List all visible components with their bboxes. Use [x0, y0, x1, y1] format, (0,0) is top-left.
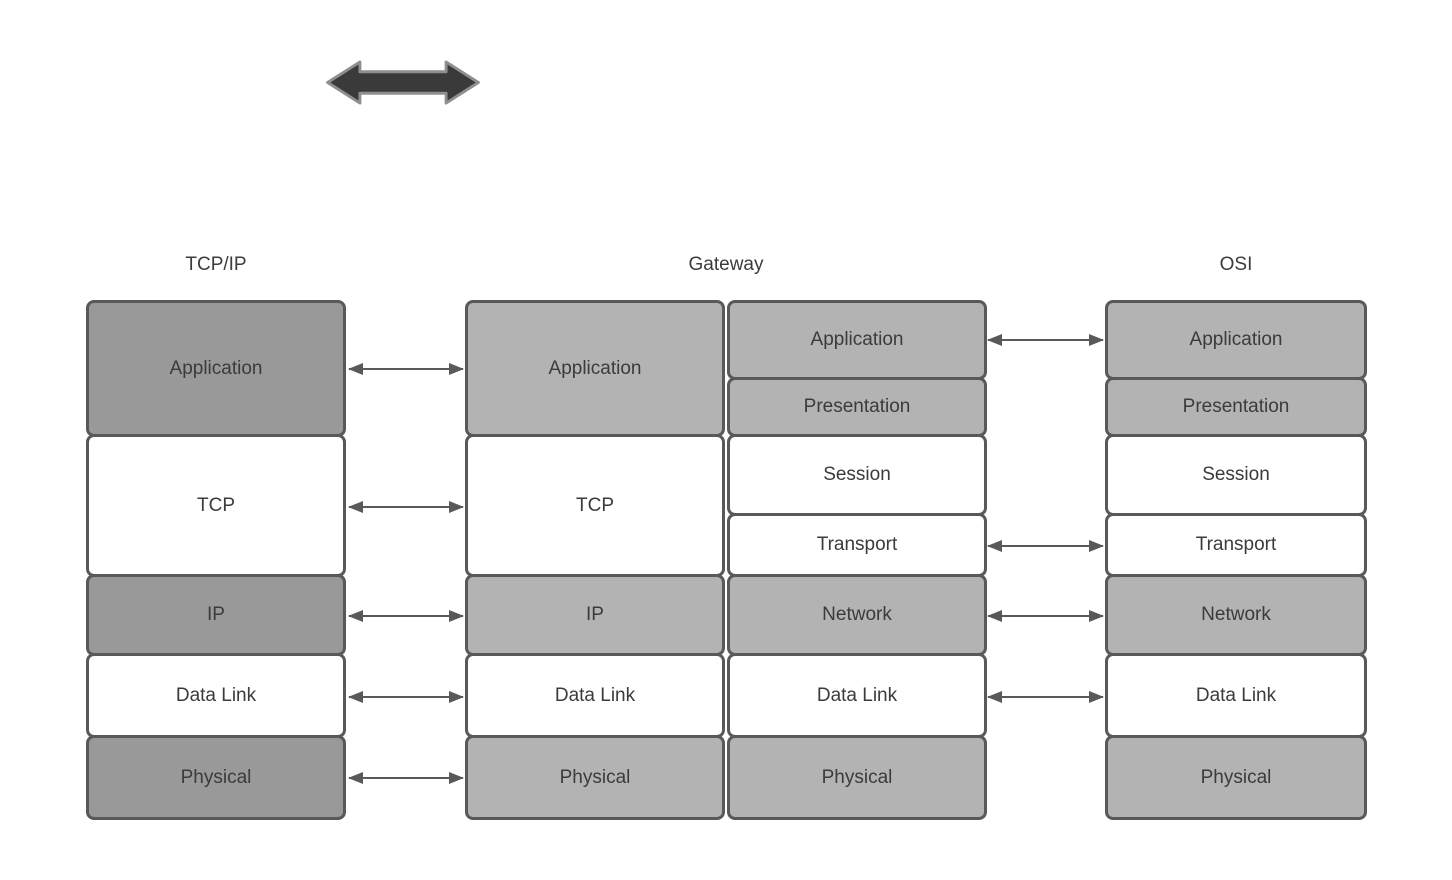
layer-box-osi-network: Network: [1105, 574, 1367, 656]
layer-box-gateway-left-tcp: TCP: [465, 434, 725, 577]
layer-box-tcpip-application: Application: [86, 300, 346, 437]
layer-box-gateway-right-presentation: Presentation: [727, 377, 987, 437]
layer-label: IP: [207, 604, 225, 625]
layer-label: Physical: [180, 766, 252, 788]
layer-box-osi-session: Session: [1105, 434, 1367, 516]
layer-box-tcpip-physical: Physical: [86, 735, 346, 820]
double-arrow-icon: [326, 60, 480, 105]
layer-box-tcpip-tcp: TCP: [86, 434, 346, 577]
layer-label: Physical: [821, 766, 893, 788]
bidirectional-arrow-gateway-osi-network: [987, 610, 1104, 622]
bidirectional-arrow-gateway-osi-data-link: [987, 691, 1104, 703]
layer-box-tcpip-ip: IP: [86, 574, 346, 656]
layer-box-osi-data-link: Data Link: [1105, 653, 1367, 738]
layer-label: Network: [822, 604, 892, 625]
layer-label: TCP: [576, 494, 614, 516]
bidirectional-arrow-gateway-osi-application: [987, 334, 1104, 346]
layer-label: Application: [169, 357, 263, 379]
bidirectional-arrow-tcpip-gateway-physical: [348, 772, 464, 784]
layer-label: Transport: [1195, 534, 1277, 555]
column-title-osi: OSI: [1219, 254, 1253, 275]
layer-box-gateway-left-ip: IP: [465, 574, 725, 656]
layer-box-osi-transport: Transport: [1105, 513, 1367, 577]
layer-label: Presentation: [1182, 396, 1290, 417]
layer-box-gateway-right-application: Application: [727, 300, 987, 380]
bidirectional-arrow-gateway-osi-transport: [987, 540, 1104, 552]
layer-box-gateway-left-data-link: Data Link: [465, 653, 725, 738]
layer-box-gateway-right-network: Network: [727, 574, 987, 656]
bidirectional-arrow-tcpip-gateway-application: [348, 363, 464, 375]
layer-box-gateway-right-physical: Physical: [727, 735, 987, 820]
bidirectional-arrow-tcpip-gateway-ip: [348, 610, 464, 622]
column-title-tcpip: TCP/IP: [185, 254, 247, 275]
layer-label: Data Link: [1195, 684, 1277, 706]
layer-label: Transport: [816, 534, 898, 555]
layer-box-gateway-left-physical: Physical: [465, 735, 725, 820]
layer-label: IP: [586, 604, 604, 625]
bidirectional-arrow-tcpip-gateway-tcp: [348, 501, 464, 513]
bidirectional-arrow-tcpip-gateway-data-link: [348, 691, 464, 703]
layer-box-gateway-right-session: Session: [727, 434, 987, 516]
layer-box-tcpip-data-link: Data Link: [86, 653, 346, 738]
layer-label: Session: [1202, 464, 1270, 485]
layer-label: Presentation: [803, 396, 911, 417]
layer-box-gateway-left-application: Application: [465, 300, 725, 437]
layer-label: Application: [548, 357, 642, 379]
column-title-gateway: Gateway: [688, 254, 764, 275]
layer-label: Physical: [559, 766, 631, 788]
layer-label: Application: [1189, 329, 1283, 350]
layer-label: Application: [810, 329, 904, 350]
layer-box-osi-application: Application: [1105, 300, 1367, 380]
layer-label: Data Link: [554, 684, 636, 706]
layer-box-gateway-right-data-link: Data Link: [727, 653, 987, 738]
layer-box-osi-physical: Physical: [1105, 735, 1367, 820]
layer-label: Session: [823, 464, 891, 485]
layer-label: Physical: [1200, 766, 1272, 788]
layer-label: TCP: [197, 494, 235, 516]
layer-box-gateway-right-transport: Transport: [727, 513, 987, 577]
layer-label: Network: [1201, 604, 1271, 625]
layer-label: Data Link: [816, 684, 898, 706]
layer-label: Data Link: [175, 684, 257, 706]
layer-box-osi-presentation: Presentation: [1105, 377, 1367, 437]
